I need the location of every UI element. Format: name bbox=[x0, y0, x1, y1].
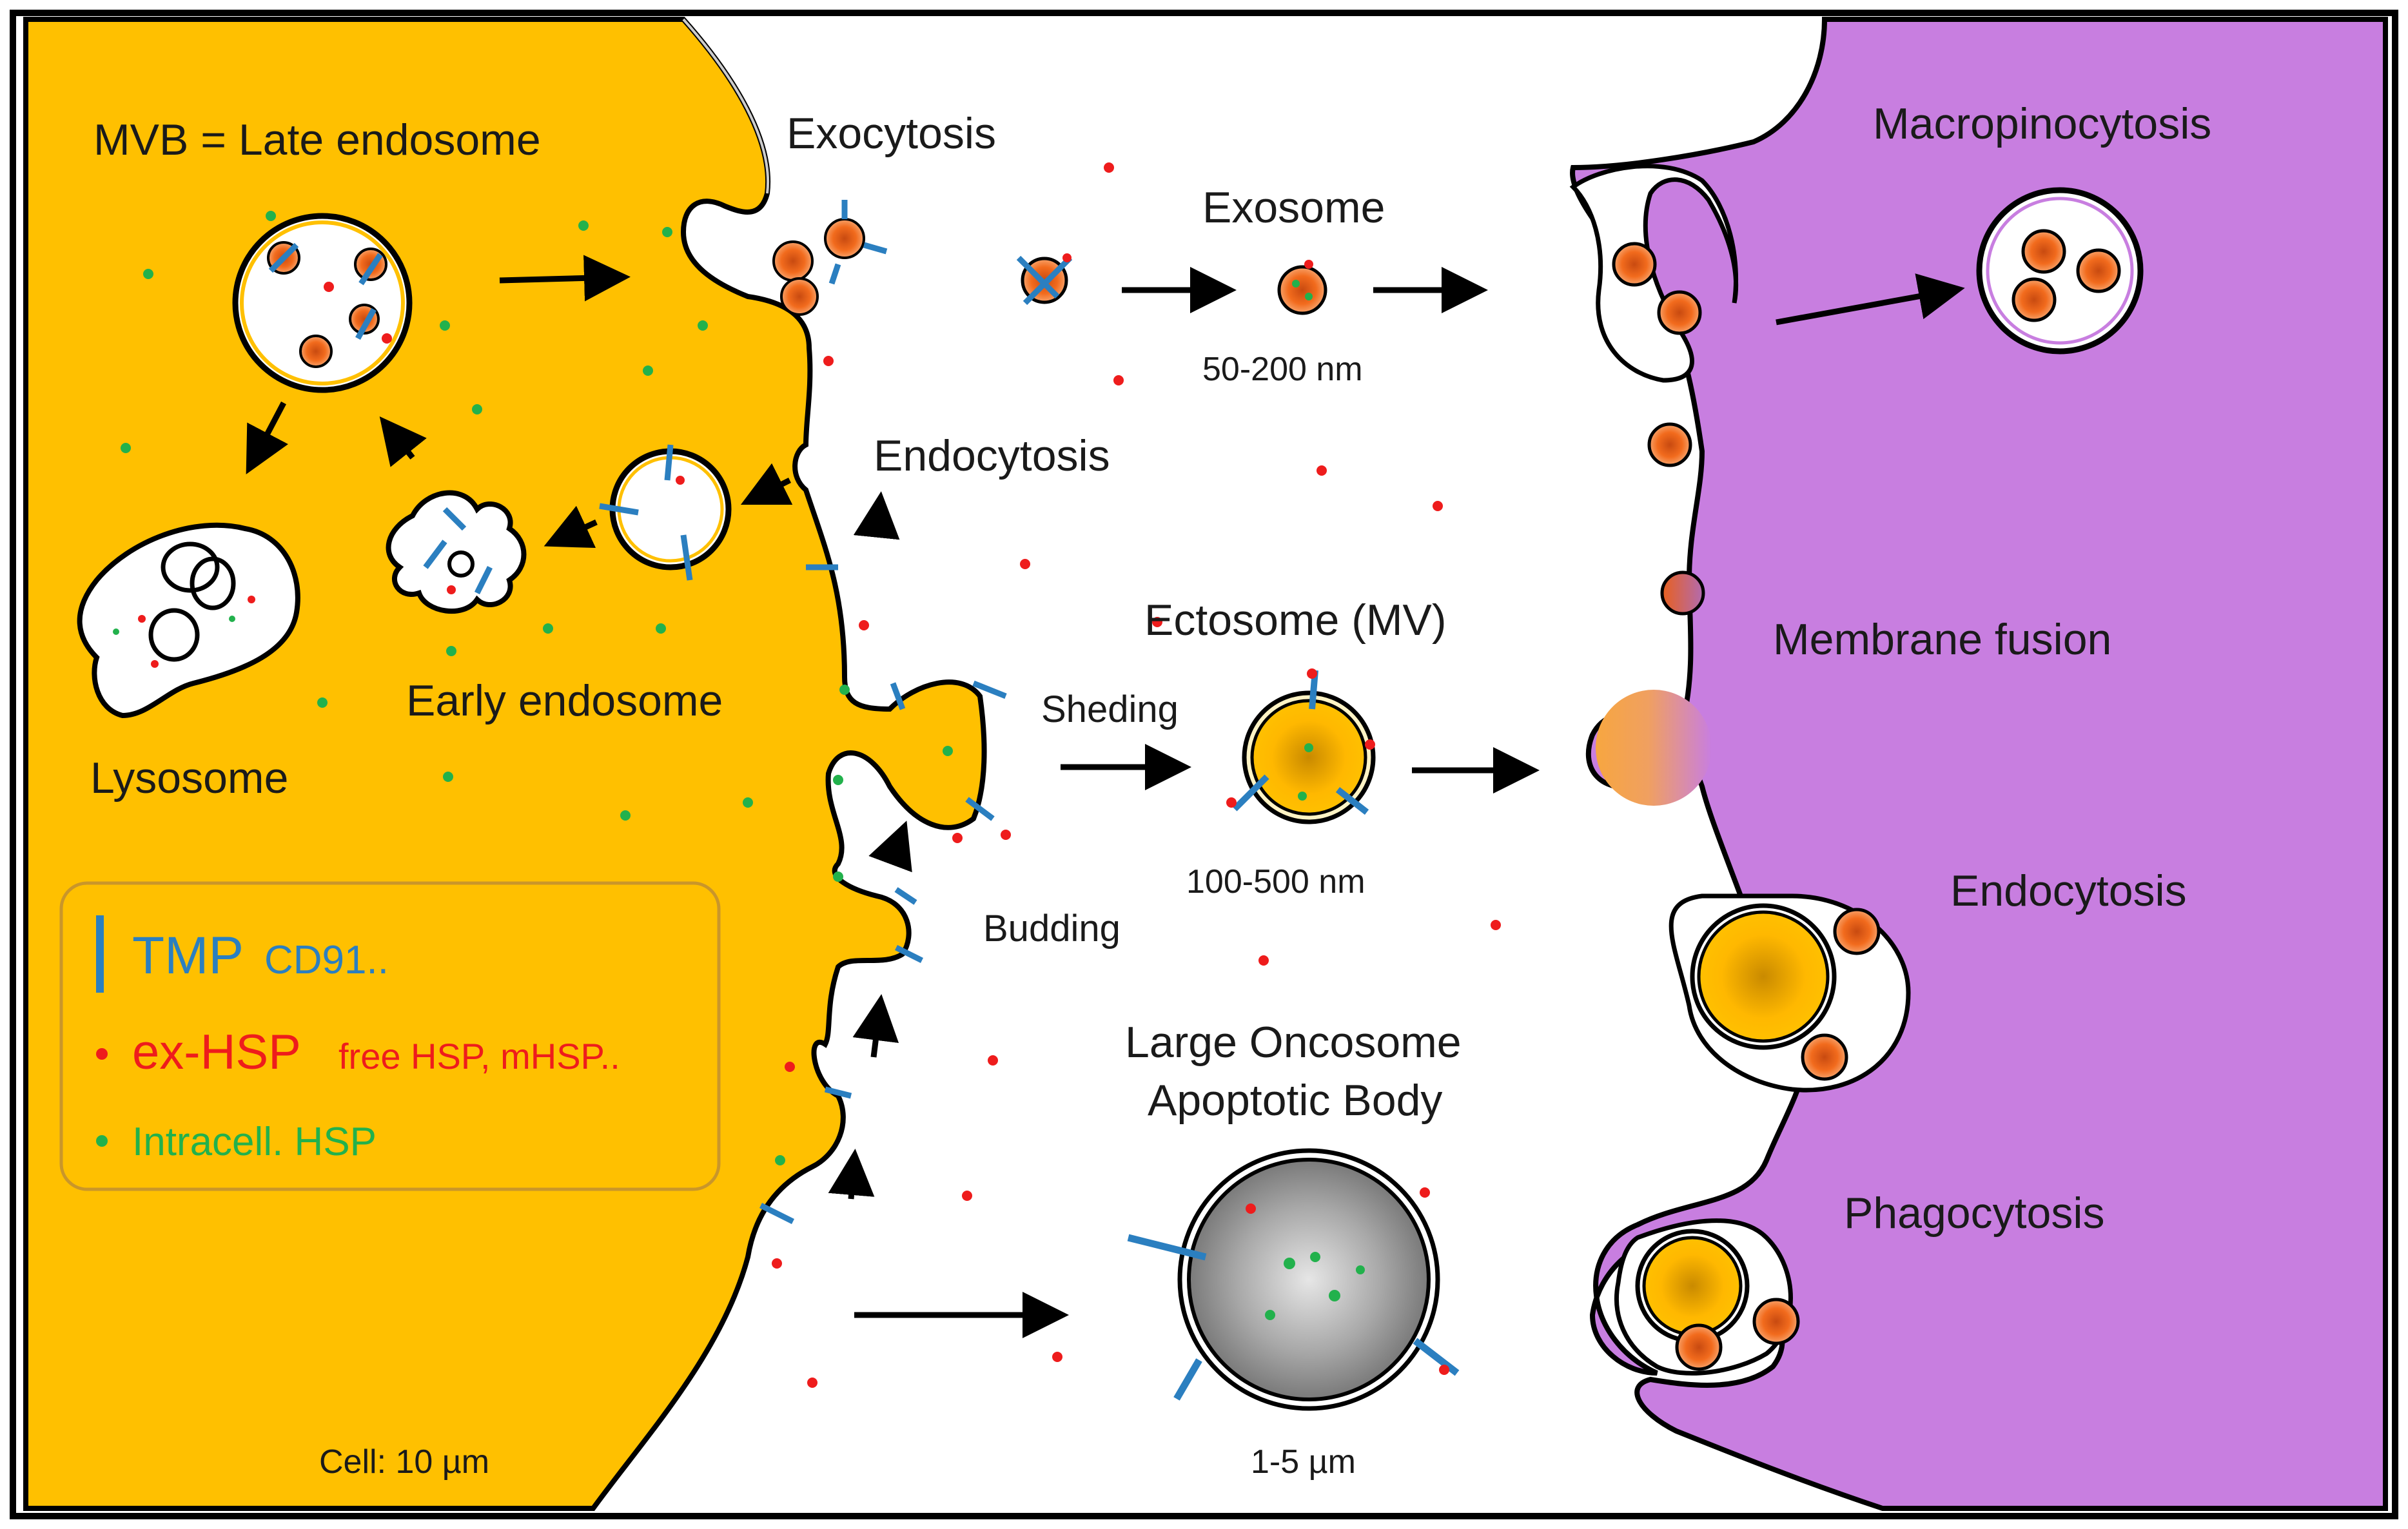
label-exosome: Exosome bbox=[1202, 183, 1385, 232]
arrow-budding-1 bbox=[868, 821, 912, 873]
arrow-mvb-to-lysosome bbox=[246, 401, 289, 474]
exosome-free bbox=[1277, 260, 1327, 315]
label-mvb: MVB = Late endosome bbox=[93, 115, 541, 164]
label-oncosome-line1: Large Oncosome bbox=[1125, 1018, 1462, 1067]
label-exocytosis: Exocytosis bbox=[787, 109, 996, 158]
mvb-late-endosome bbox=[232, 213, 413, 393]
label-macropinocytosis: Macropinocytosis bbox=[1873, 99, 2211, 148]
legend-intracell-marker bbox=[96, 1135, 108, 1147]
early-endosome bbox=[386, 490, 527, 614]
exosome-detached bbox=[1016, 253, 1073, 306]
label-cell-size: Cell: 10 µm bbox=[319, 1443, 489, 1481]
label-membrane-fusion: Membrane fusion bbox=[1773, 615, 2111, 664]
label-lysosome: Lysosome bbox=[90, 754, 288, 803]
macropinocytosis-pocket bbox=[1569, 164, 1739, 383]
legend-tmp-detail: CD91.. bbox=[264, 938, 389, 982]
macropinocytosis-exosomes bbox=[1612, 242, 1705, 616]
label-ectosome-size: 100-500 nm bbox=[1186, 863, 1366, 901]
shedding-bud bbox=[759, 564, 1007, 1225]
arrow-pit-to-vesicle bbox=[740, 463, 793, 505]
membrane-fusion-vesicle bbox=[1596, 690, 1712, 806]
arrow-macropinocytosis bbox=[1776, 273, 1965, 326]
macropinosome bbox=[1976, 187, 2144, 355]
label-endocytosis-left: Endocytosis bbox=[874, 431, 1110, 480]
intracellular-hsp-dots bbox=[121, 211, 953, 1165]
legend-exhsp-main: ex-HSP bbox=[132, 1025, 301, 1080]
label-oncosome-line2: Apoptotic Body bbox=[1148, 1076, 1442, 1125]
label-endocytosis-right: Endocytosis bbox=[1950, 866, 2187, 915]
lysosome bbox=[77, 522, 300, 719]
label-exosome-size: 50-200 nm bbox=[1202, 351, 1363, 388]
legend-intracell-main: Intracell. HSP bbox=[132, 1120, 377, 1164]
arrows bbox=[246, 255, 1965, 1338]
arrow-budding-3 bbox=[828, 1149, 875, 1200]
legend: TMP CD91.. ex-HSP free HSP, mHSP.. Intra… bbox=[59, 881, 721, 1191]
large-oncosome bbox=[1127, 1148, 1460, 1411]
endocytic-vesicle bbox=[599, 444, 732, 581]
arrow-vesicle-to-early bbox=[543, 505, 598, 549]
arrow-early-to-mvb bbox=[379, 416, 427, 467]
exocytosis-pocket bbox=[772, 200, 888, 316]
ex-hsp-dots bbox=[772, 162, 1501, 1388]
label-early-endosome: Early endosome bbox=[406, 676, 723, 725]
label-oncosome-size: 1-5 µm bbox=[1251, 1443, 1356, 1481]
legend-tmp-main: TMP bbox=[132, 926, 244, 985]
legend-exhsp-marker bbox=[96, 1048, 108, 1060]
phagocytosis-vesicles bbox=[1635, 1229, 1800, 1371]
arrow-endocytosis-up bbox=[853, 491, 900, 540]
label-sheding: Sheding bbox=[1041, 688, 1179, 730]
arrow-mvb-to-exocytosis bbox=[499, 255, 631, 302]
label-phagocytosis: Phagocytosis bbox=[1844, 1189, 2104, 1238]
arrow-budding-2 bbox=[852, 994, 899, 1058]
label-budding: Budding bbox=[983, 908, 1121, 950]
label-ectosome: Ectosome (MV) bbox=[1144, 596, 1447, 645]
endocytosis-vesicles-right bbox=[1690, 903, 1881, 1081]
ectosome-mv bbox=[1226, 668, 1376, 824]
legend-exhsp-detail: free HSP, mHSP.. bbox=[338, 1036, 620, 1076]
